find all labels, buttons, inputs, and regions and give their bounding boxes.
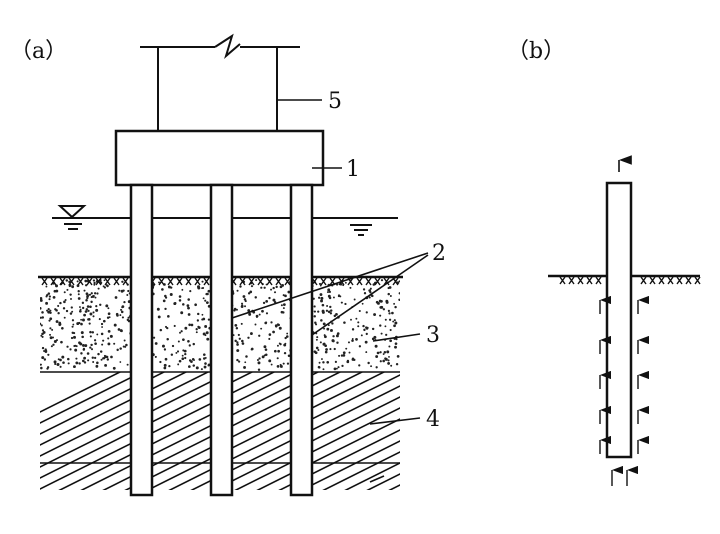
single-pile-diagram (548, 155, 701, 486)
callout-bearing-stratum: 4 (426, 407, 440, 432)
pile-right (289, 183, 314, 497)
callout-soft-soil: 3 (426, 323, 440, 348)
pile-left (129, 183, 154, 497)
pile-middle (209, 183, 234, 497)
leader-lines (231, 99, 429, 425)
panel-label-b: （b） (507, 39, 565, 64)
single-pile (605, 181, 633, 459)
pile-cap (114, 129, 325, 187)
callout-piles: 2 (432, 241, 446, 266)
panel-label-a: （a） (10, 39, 67, 64)
callout-superstructure: 5 (328, 89, 342, 114)
superstructure (140, 33, 300, 131)
piles (129, 183, 314, 497)
callout-pile-cap: 1 (346, 157, 360, 182)
